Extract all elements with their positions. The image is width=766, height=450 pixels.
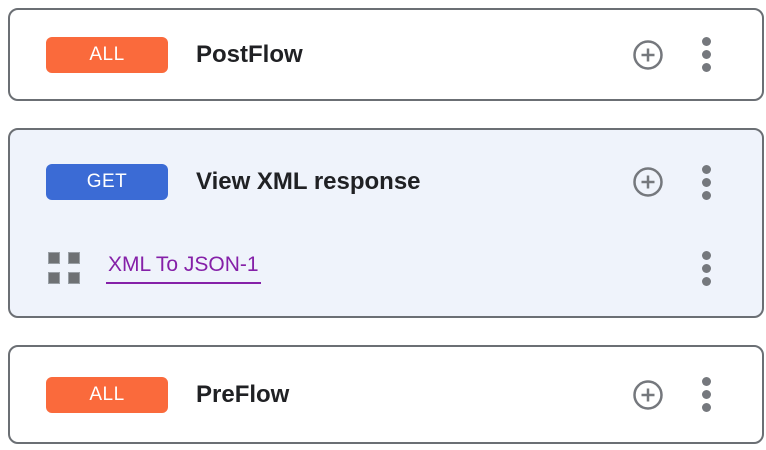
kebab-menu-icon	[701, 37, 711, 72]
method-badge: ALL	[46, 36, 168, 73]
policy-more-options-button[interactable]	[700, 250, 712, 286]
policy-row: XML To JSON-1	[10, 238, 762, 298]
add-policy-button[interactable]	[632, 166, 664, 198]
flow-card-header: ALL PreFlow	[10, 347, 762, 442]
policy-link[interactable]: XML To JSON-1	[106, 253, 261, 284]
flow-title: PreFlow	[196, 380, 290, 408]
plus-circle-icon	[633, 379, 663, 410]
more-options-button[interactable]	[700, 37, 712, 72]
kebab-menu-icon	[701, 250, 711, 286]
method-badge: ALL	[46, 376, 168, 413]
add-policy-button[interactable]	[632, 379, 664, 411]
method-badge: GET	[46, 164, 168, 200]
flow-card-header: ALL PostFlow	[10, 10, 762, 99]
more-options-button[interactable]	[700, 164, 712, 200]
flow-card-preflow[interactable]: ALL PreFlow	[8, 345, 764, 444]
flow-card-header: GET View XML response	[10, 130, 762, 234]
flow-title: View XML response	[196, 168, 421, 195]
add-policy-button[interactable]	[632, 39, 664, 71]
kebab-menu-icon	[701, 377, 711, 412]
flow-card-view-xml-response[interactable]: GET View XML response XML To JSON-1	[8, 128, 764, 318]
drag-handle-grid-icon[interactable]	[48, 252, 80, 284]
flow-title: PostFlow	[196, 40, 303, 68]
plus-circle-icon	[633, 39, 663, 70]
flow-card-postflow[interactable]: ALL PostFlow	[8, 8, 764, 101]
more-options-button[interactable]	[700, 377, 712, 412]
plus-circle-icon	[633, 167, 663, 197]
kebab-menu-icon	[701, 164, 711, 200]
